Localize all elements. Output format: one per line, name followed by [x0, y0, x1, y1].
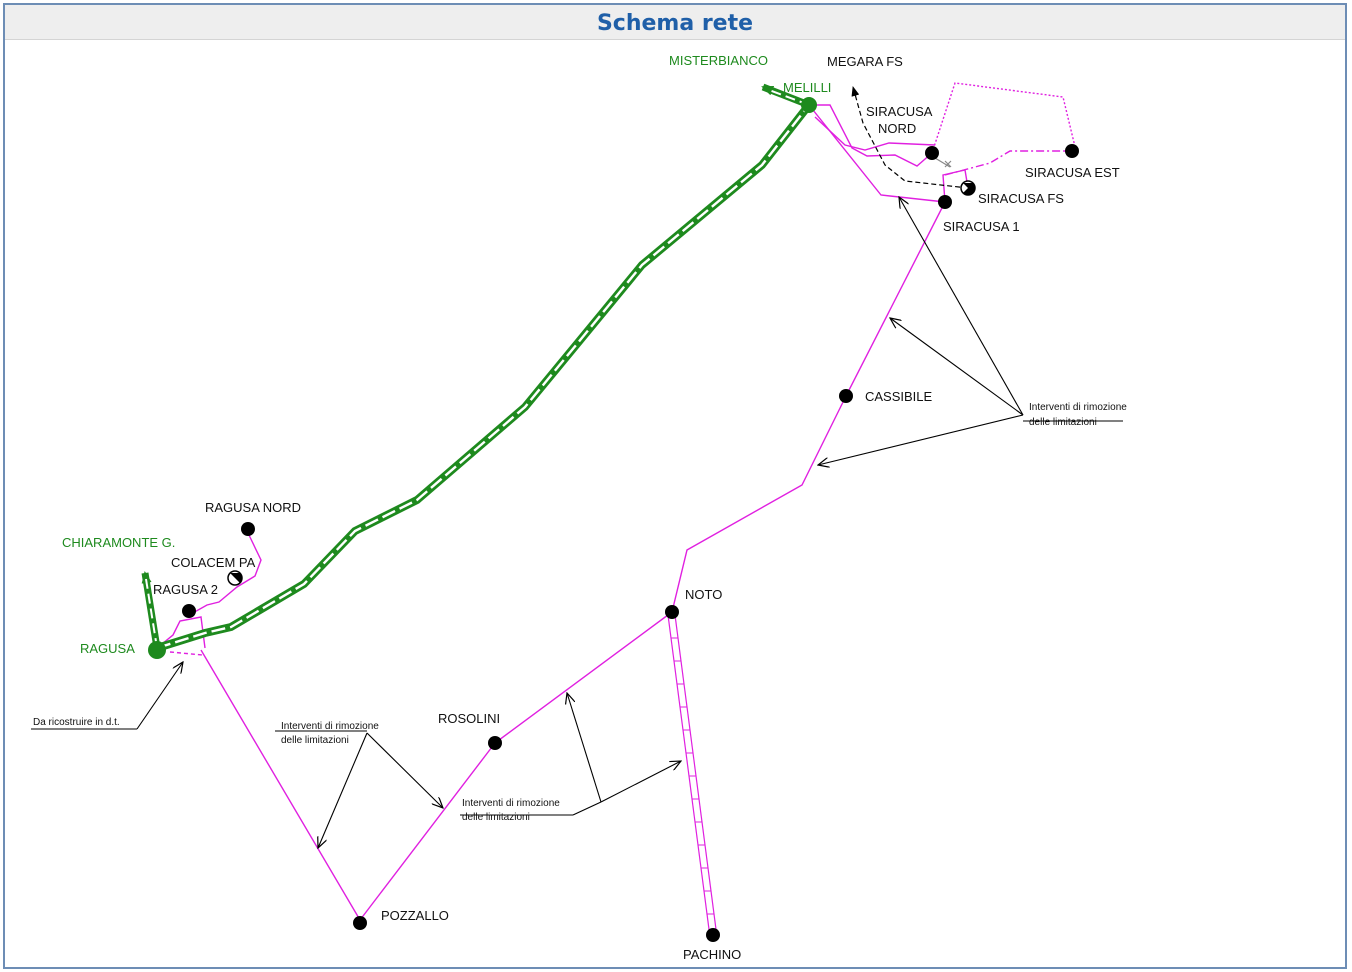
label-melilli: MELILLI: [783, 80, 831, 95]
label-cassibile: CASSIBILE: [865, 389, 933, 404]
label-megara-fs: MEGARA FS: [827, 54, 903, 69]
node-ragusa-nord: [241, 522, 255, 536]
line-ragusa-dashed: [169, 651, 204, 656]
note-interventi-1a: Interventi di rimozione: [1029, 402, 1127, 413]
nodes: [148, 97, 1079, 942]
label-siracusa-nord-2: NORD: [878, 121, 916, 136]
label-siracusa-est: SIRACUSA EST: [1025, 165, 1120, 180]
note-interventi-2a: Interventi di rimozione: [281, 721, 379, 732]
note-ricostruire: Da ricostruire in d.t.: [33, 717, 120, 728]
node-siracusa-est: [1065, 144, 1079, 158]
line-siracusa-fs-megara: [851, 86, 969, 189]
label-misterbianco: MISTERBIANCO: [669, 53, 768, 68]
label-colacem: COLACEM PA: [171, 555, 256, 570]
label-chiaramonte: CHIARAMONTE G.: [62, 535, 175, 550]
note-interventi-3a: Interventi di rimozione: [462, 798, 560, 809]
network-diagram: MISTERBIANCO MELILLI MEGARA FS SIRACUSA …: [31, 53, 1127, 962]
line-melilli-siracusa-nord: [809, 104, 933, 167]
label-siracusa-nord-1: SIRACUSA: [866, 104, 933, 119]
label-pozzallo: POZZALLO: [381, 908, 449, 923]
line-melilli-siracusa-nord-2: [814, 116, 936, 151]
label-rosolini: ROSOLINI: [438, 711, 500, 726]
diagram-frame: Schema rete: [3, 3, 1347, 969]
fs-lines: [851, 86, 969, 189]
line-ragusa2-ragusa-nord: [190, 532, 262, 615]
node-siracusa-nord: [925, 146, 939, 160]
node-siracusa-fs: [960, 180, 976, 196]
node-colacem: [227, 570, 243, 586]
node-noto: [665, 605, 679, 619]
new-line-ragusa-melilli: [155, 102, 813, 652]
note-interventi-2b: delle limitazioni: [281, 735, 349, 746]
new-line-chiaramonte: [141, 571, 161, 649]
line-pozzallo-rosolini: [359, 742, 496, 921]
node-ragusa-2: [182, 604, 196, 618]
line-rosolini-noto: [494, 611, 673, 744]
node-ragusa: [148, 641, 166, 659]
label-noto: NOTO: [685, 587, 722, 602]
node-cassibile: [839, 389, 853, 403]
label-ragusa: RAGUSA: [80, 641, 135, 656]
node-siracusa-1: [938, 195, 952, 209]
line-siracusa-fs-link: [942, 169, 969, 203]
node-pozzallo: [353, 916, 367, 930]
page-title: Schema rete: [5, 5, 1345, 40]
existing-lines: [156, 82, 1078, 921]
line-melilli-siracusa1: [808, 104, 946, 203]
line-nord-branch: [931, 82, 1078, 156]
line-cassibile-siracusa1: [845, 201, 946, 397]
label-siracusa-1: SIRACUSA 1: [943, 219, 1020, 234]
label-siracusa-fs: SIRACUSA FS: [978, 191, 1064, 206]
note-interventi-3b: delle limitazioni: [462, 812, 530, 823]
line-siracusa-est: [944, 150, 1077, 176]
label-ragusa-nord: RAGUSA NORD: [205, 500, 301, 515]
label-ragusa-2: RAGUSA 2: [153, 582, 218, 597]
label-pachino: PACHINO: [683, 947, 741, 962]
annotation-arrows: [31, 197, 1123, 848]
line-ragusa-pozzallo: [156, 616, 206, 649]
node-pachino: [706, 928, 720, 942]
note-interventi-1b: delle limitazioni: [1029, 417, 1097, 428]
line-ragusa-pozzallo-2: [200, 649, 361, 921]
node-rosolini: [488, 736, 502, 750]
node-melilli: [801, 97, 817, 113]
pachino-ticks: [671, 637, 714, 915]
line-noto-cassibile: [671, 395, 847, 613]
